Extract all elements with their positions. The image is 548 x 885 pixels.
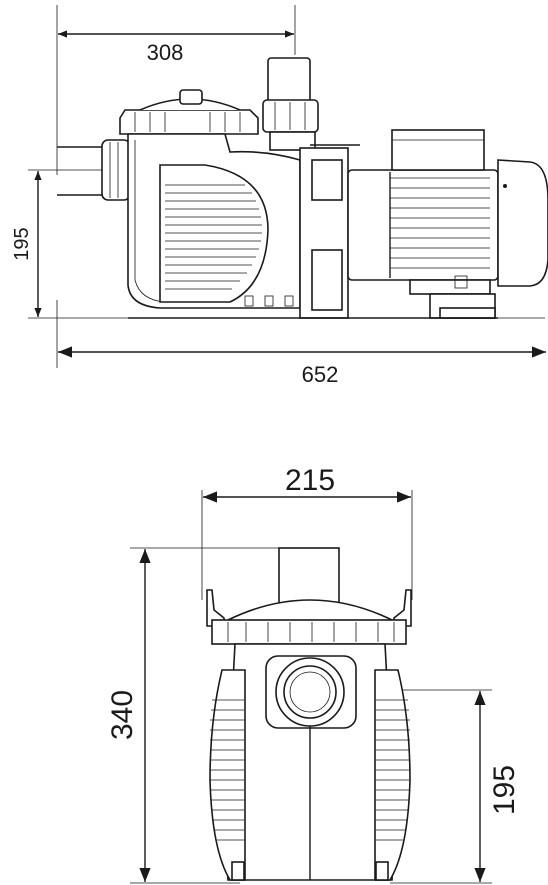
pump-front-view: [206, 547, 412, 881]
side-fins: [165, 184, 262, 290]
motor-fins: [390, 177, 490, 269]
dimension-308: 308: [56, 5, 296, 175]
front-right-fins: [376, 699, 410, 841]
dimension-label-195-side: 195: [11, 227, 33, 260]
pump-side-view: [57, 57, 548, 319]
front-view: 215 340 195: [106, 464, 521, 884]
side-view: 308 195 652: [11, 5, 548, 387]
dimension-label-308: 308: [147, 40, 184, 65]
dimension-340: 340: [106, 547, 280, 884]
dimension-215: 215: [201, 464, 413, 600]
dimension-195-front: 195: [310, 689, 521, 884]
dimension-label-195-front: 195: [488, 765, 521, 815]
dimension-label-652: 652: [302, 362, 339, 387]
dimension-label-340: 340: [106, 690, 139, 740]
front-left-fins: [210, 699, 244, 841]
dimension-label-215: 215: [285, 464, 335, 497]
dimension-652: 652: [56, 300, 546, 387]
